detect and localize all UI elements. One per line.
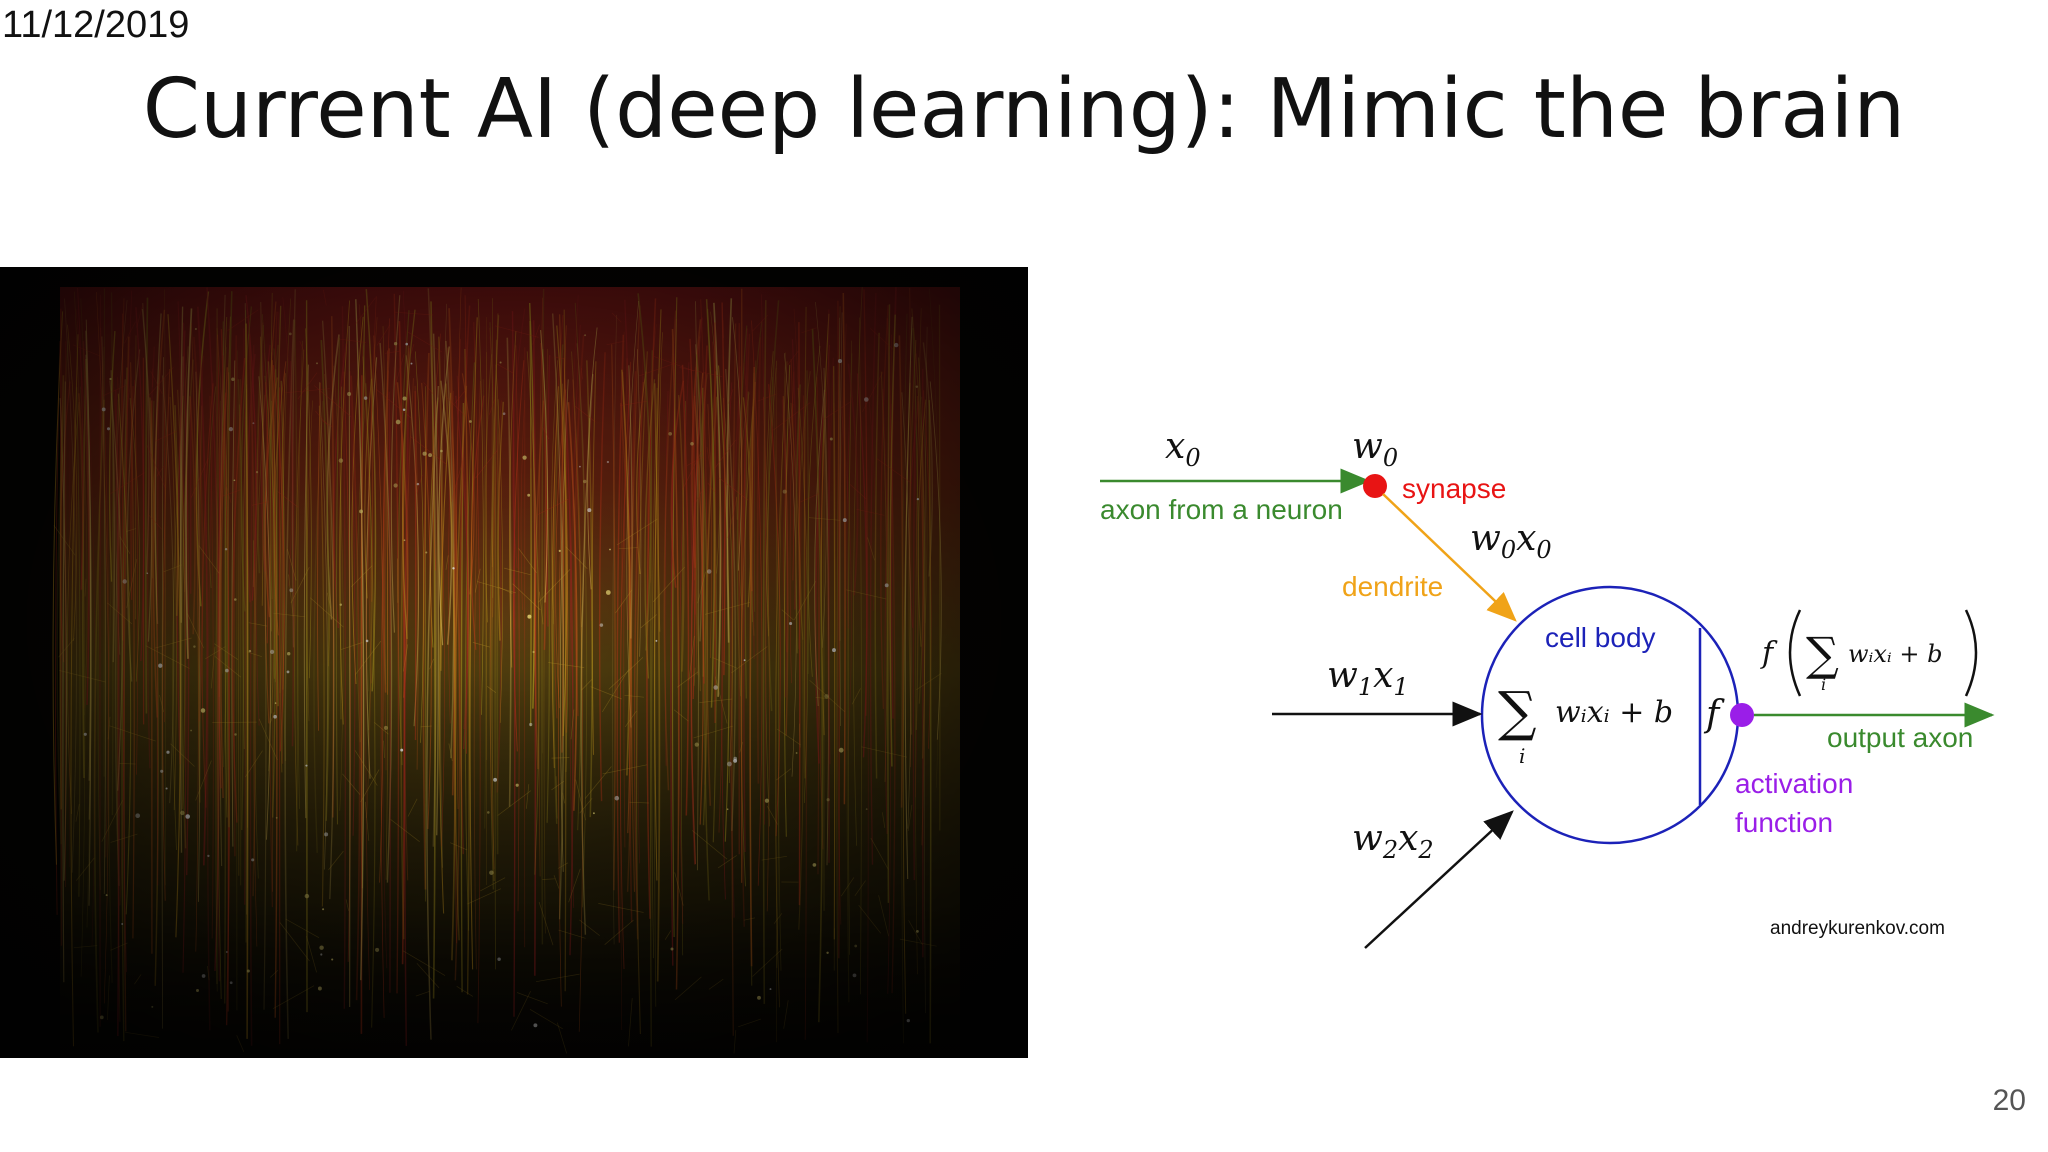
slide-date: 11/12/2019 [2,4,190,46]
neuron-photo-canvas [0,267,1028,1058]
activation-symbol: f [1703,694,1725,735]
neuron-diagram: x0 w0 axon from a neuron synapse w0x0 de… [1090,400,2020,980]
sum-index: i [1519,744,1525,768]
weight-w0-label: w0 [1352,426,1398,472]
axon-label: axon from a neuron [1100,494,1343,525]
output-axon-label: output axon [1827,722,1973,753]
dendrite-label: dendrite [1342,571,1443,602]
slide-title: Current AI (deep learning): Mimic the br… [142,62,1906,157]
output-paren-right [1964,609,1978,697]
sum-symbol: ∑ [1498,680,1537,743]
synapse-dot [1363,474,1387,498]
activation-dot [1730,703,1754,727]
output-paren-left [1788,609,1802,697]
output-f: f [1760,636,1778,671]
activation-label-line1: activation [1735,768,1853,799]
product-w2x2-label: w2x2 [1352,818,1434,864]
synapse-label: synapse [1402,473,1506,504]
product-w1x1-label: w1x1 [1327,655,1409,701]
dendrite-line [1382,493,1517,622]
output-sum-symbol: ∑ [1806,627,1839,681]
product-w0x0-label: w0x0 [1470,518,1552,564]
activation-label-line2: function [1735,807,1833,838]
output-inner-expression: wᵢxᵢ + b [1848,640,1942,668]
output-sum-index: i [1821,675,1826,694]
input-x0-label: x0 [1165,426,1201,472]
page-number: 20 [1992,1084,2026,1117]
cell-body-label: cell body [1545,622,1656,653]
sum-expression: wᵢxᵢ + b [1555,695,1673,730]
neuron-photo [0,267,1028,1058]
image-credit: andreykurenkov.com [1770,918,1945,939]
input-w2x2-line [1364,810,1514,949]
neuron-diagram-svg: x0 w0 axon from a neuron synapse w0x0 de… [1100,426,1995,949]
